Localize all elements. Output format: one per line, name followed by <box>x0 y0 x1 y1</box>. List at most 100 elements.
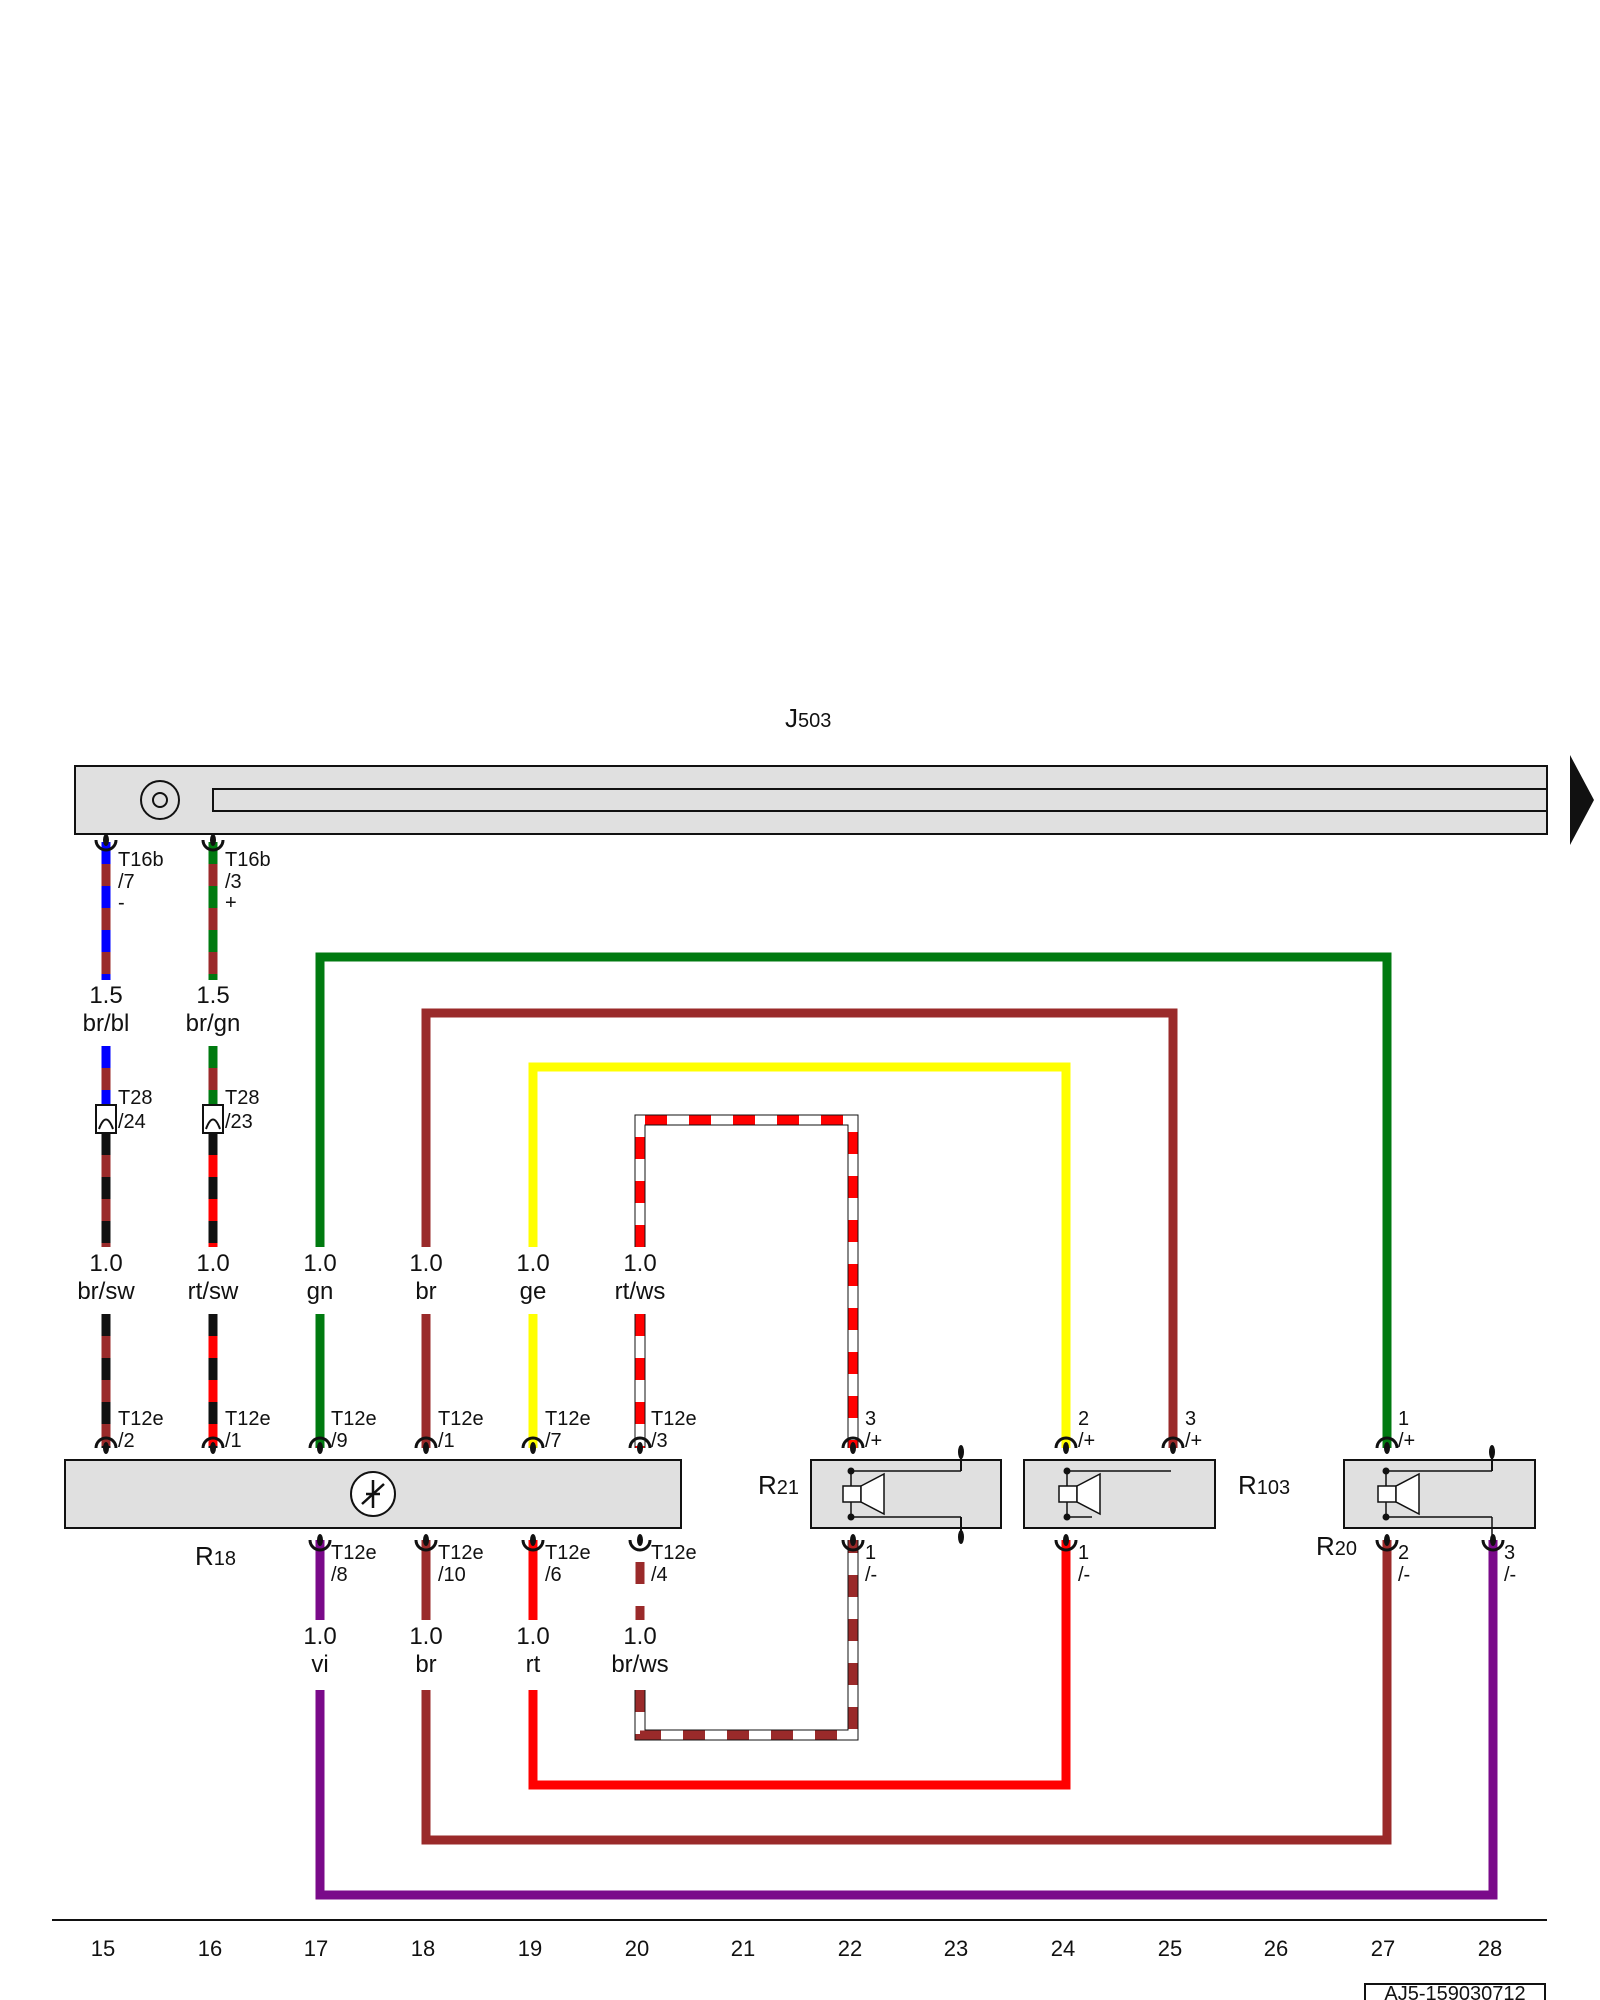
pin-terminal-icon <box>521 1534 545 1552</box>
wire-vi <box>315 1540 1498 1900</box>
grid-number: 25 <box>1158 1936 1182 1961</box>
connector-labels: T16b /7 - T16b /3 + T28 /24 T28 /23 T12e… <box>118 849 1516 1586</box>
wire-size-label: 1.0 <box>409 1623 442 1650</box>
label-pin: /2 <box>118 1430 135 1452</box>
wire-ge <box>528 1062 1071 1448</box>
wire-color-label: ge <box>520 1278 547 1305</box>
wire-size-label: 1.0 <box>303 1250 336 1277</box>
label-pin: /3 <box>651 1430 668 1452</box>
label-pin: /+ <box>1078 1430 1095 1452</box>
label-pin: /+ <box>1398 1430 1415 1452</box>
wire-size-label: 1.0 <box>516 1623 549 1650</box>
label-pin: /23 <box>225 1111 253 1133</box>
label-t16b: T16b <box>118 849 164 871</box>
label-pin: /+ <box>1185 1430 1202 1452</box>
label-pin: 2 <box>1078 1408 1089 1430</box>
wire-br <box>421 1008 1178 1448</box>
label-pin: 1 <box>1078 1542 1089 1564</box>
reference-code: AJ5-159030712 <box>1384 1983 1525 2000</box>
grid-number: 15 <box>91 1936 115 1961</box>
label-pin: /3 <box>225 871 242 893</box>
label-pin: /4 <box>651 1564 668 1586</box>
label-pin: /1 <box>438 1430 455 1452</box>
pin-terminal-icon <box>201 1436 225 1454</box>
wire-color-label: br/gn <box>186 1010 241 1037</box>
pin-terminal-icon <box>308 1534 332 1552</box>
label-pin: /10 <box>438 1564 466 1586</box>
label-t12e: T12e <box>545 1408 591 1430</box>
label-t12e: T12e <box>651 1408 697 1430</box>
label-r21: R21 <box>758 1470 799 1500</box>
label-pin: /8 <box>331 1564 348 1586</box>
wire-size-label: 1.0 <box>623 1250 656 1277</box>
wire-gn <box>315 952 1392 1448</box>
label-t12e: T12e <box>118 1408 164 1430</box>
wire-size-label: 1.0 <box>196 1250 229 1277</box>
label-pin: 3 <box>865 1408 876 1430</box>
pin-terminal-icon <box>521 1436 545 1454</box>
ground-symbol-icon <box>140 780 180 820</box>
grid-number: 21 <box>731 1936 755 1961</box>
label-t12e: T12e <box>545 1542 591 1564</box>
pin-terminal-icon <box>841 1534 865 1552</box>
label-t12e: T12e <box>225 1408 271 1430</box>
speaker-icon <box>842 1485 862 1503</box>
label-t12e: T12e <box>331 1408 377 1430</box>
wire-size-label: 1.0 <box>303 1623 336 1650</box>
pin-terminal-icon <box>1481 1534 1505 1552</box>
pin-terminal-icon <box>94 1436 118 1454</box>
label-t28: T28 <box>118 1087 152 1109</box>
label-r18: R18 <box>195 1541 236 1571</box>
speaker-icon <box>1058 1485 1078 1503</box>
pin-terminal-icon <box>628 1534 652 1552</box>
wire-color-label: gn <box>307 1278 334 1305</box>
label-pin: /- <box>1398 1564 1410 1586</box>
wire-size-label: 1.0 <box>409 1250 442 1277</box>
wire-color-label: br/bl <box>83 1010 130 1037</box>
label-pin: /- <box>865 1564 877 1586</box>
label-pin: /- <box>1078 1564 1090 1586</box>
label-pin: /7 <box>118 871 135 893</box>
grid-number: 17 <box>304 1936 328 1961</box>
wire-br <box>421 1540 1392 1845</box>
wire-labels: 1.5 br/bl 1.5 br/gn 1.0 br/sw 1.0 rt/sw … <box>77 982 668 1678</box>
wire-size-label: 1.0 <box>623 1623 656 1650</box>
pin-layer <box>94 834 1505 1552</box>
pin-terminal-icon <box>94 834 118 852</box>
label-pin: 2 <box>1398 1542 1409 1564</box>
wire-color-label: rt/sw <box>188 1278 239 1305</box>
pin-terminal-icon <box>1054 1436 1078 1454</box>
wire-rt-ws <box>634 1114 859 1448</box>
pin-terminal-icon <box>1375 1436 1399 1454</box>
label-pin: /24 <box>118 1111 146 1133</box>
wire-layer <box>101 842 1498 1900</box>
grid-number: 18 <box>411 1936 435 1961</box>
grid-number: 26 <box>1264 1936 1288 1961</box>
label-polarity: + <box>225 892 237 914</box>
pin-terminal-icon <box>1054 1534 1078 1552</box>
label-pin: /1 <box>225 1430 242 1452</box>
component-r103: R103 <box>1023 1459 1290 1529</box>
label-pin: /+ <box>865 1430 882 1452</box>
grid-numbers: 15 16 17 18 19 20 21 22 23 24 25 26 27 2… <box>91 1936 1502 1961</box>
label-pin: 3 <box>1185 1408 1196 1430</box>
wire-size-label: 1.5 <box>196 982 229 1009</box>
wire-br-ws <box>634 1540 859 1741</box>
pin-terminal-icon <box>308 1436 332 1454</box>
label-t12e: T12e <box>651 1542 697 1564</box>
wire-color-label: vi <box>311 1651 328 1678</box>
component-j503: J503 <box>74 703 1594 845</box>
label-j503: J503 <box>785 703 831 733</box>
label-pin: /- <box>1504 1564 1516 1586</box>
label-pin: /9 <box>331 1430 348 1452</box>
speaker-icon <box>1377 1485 1397 1503</box>
pin-terminal-icon <box>201 834 225 852</box>
grid-number: 22 <box>838 1936 862 1961</box>
wire-color-label: rt <box>526 1651 541 1678</box>
wire-color-label: br <box>415 1278 436 1305</box>
label-r103: R103 <box>1238 1470 1290 1500</box>
label-polarity: - <box>118 892 125 914</box>
wire-size-label: 1.0 <box>89 1250 122 1277</box>
wire-rt <box>528 1540 1071 1790</box>
